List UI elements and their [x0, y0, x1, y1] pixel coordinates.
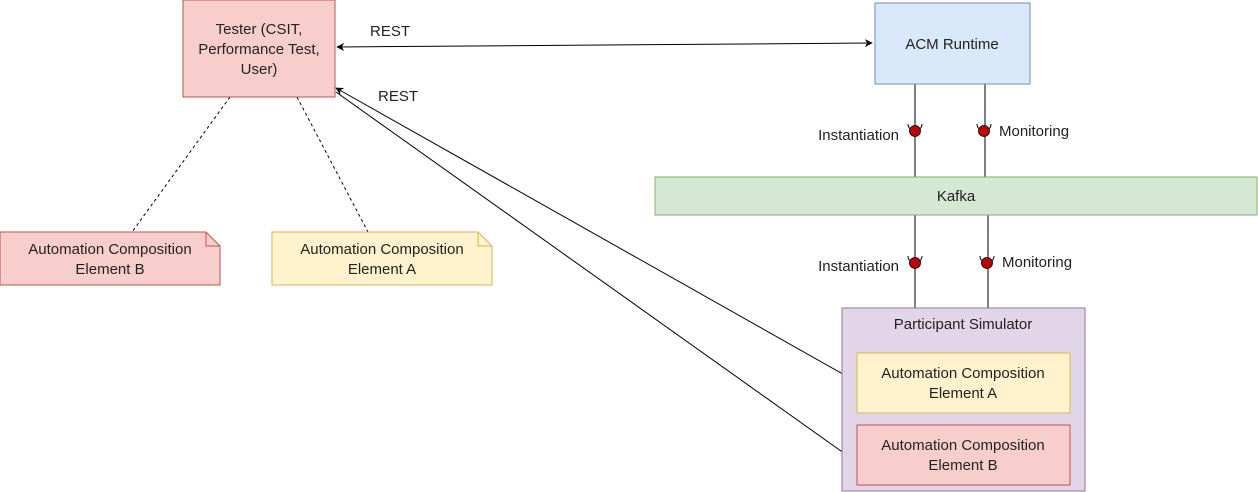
simulator-element-b-line2: Element B — [928, 457, 997, 474]
interface-icon-monitoring-top — [976, 123, 992, 137]
interface-icon-monitoring-bottom — [979, 255, 995, 269]
simulator-element-a-node: Automation Composition Element A — [856, 352, 1071, 414]
note-element-a-fold — [477, 232, 492, 247]
note-element-b-node: Automation Composition Element B — [0, 231, 221, 286]
edge-label-monitoring-bottom: Monitoring — [1002, 254, 1072, 271]
tester-node: Tester (CSIT, Performance Test, User) — [182, 0, 336, 98]
edge-label-instantiation-top: Instantiation — [818, 127, 899, 144]
rest-arrow-simulator-a — [335, 87, 858, 383]
simulator-element-a-line2: Element A — [929, 385, 997, 402]
kafka-box — [654, 176, 1258, 216]
interface-icon-instantiation-top — [907, 123, 923, 137]
edge-label-instantiation-bottom: Instantiation — [818, 258, 899, 275]
acm-runtime-box — [874, 2, 1031, 85]
simulator-element-b-line1: Automation Composition — [881, 437, 1044, 454]
simulator-element-a-line1: Automation Composition — [881, 365, 1044, 382]
tester-box — [182, 0, 336, 98]
kafka-node: Kafka — [654, 176, 1258, 216]
acm-runtime-node: ACM Runtime — [874, 2, 1031, 85]
kafka-label: Kafka — [937, 188, 976, 205]
participant-simulator-label: Participant Simulator — [894, 316, 1032, 333]
acm-runtime-label: ACM Runtime — [905, 36, 998, 53]
interface-icon-instantiation-bottom — [907, 255, 923, 269]
note-element-b-shape — [0, 231, 221, 286]
simulator-element-a-box — [856, 352, 1071, 414]
tester-label-line2: Performance Test, — [198, 41, 319, 58]
edge-label-rest-simulator: REST — [378, 88, 418, 105]
note-element-b-line1: Automation Composition — [28, 241, 191, 258]
simulator-element-b-box — [856, 424, 1071, 486]
tester-label-line1: Tester (CSIT, — [216, 21, 303, 38]
tester-label-line3: User) — [241, 61, 278, 78]
note-element-a-line1: Automation Composition — [300, 241, 463, 258]
note-element-b-line2: Element B — [75, 261, 144, 278]
edge-label-monitoring-top: Monitoring — [999, 123, 1069, 140]
tester-note-b-connector — [131, 96, 231, 233]
tester-note-a-connector — [296, 96, 369, 233]
note-element-b-fold — [205, 232, 220, 247]
simulator-element-b-node: Automation Composition Element B — [856, 424, 1071, 486]
note-element-a-line2: Element A — [348, 261, 416, 278]
note-element-a-shape — [271, 231, 493, 286]
rest-arrow-simulator-b — [335, 91, 856, 462]
note-element-a-node: Automation Composition Element A — [271, 231, 493, 286]
edge-label-rest-runtime: REST — [370, 23, 410, 40]
rest-arrow-runtime — [336, 39, 873, 51]
